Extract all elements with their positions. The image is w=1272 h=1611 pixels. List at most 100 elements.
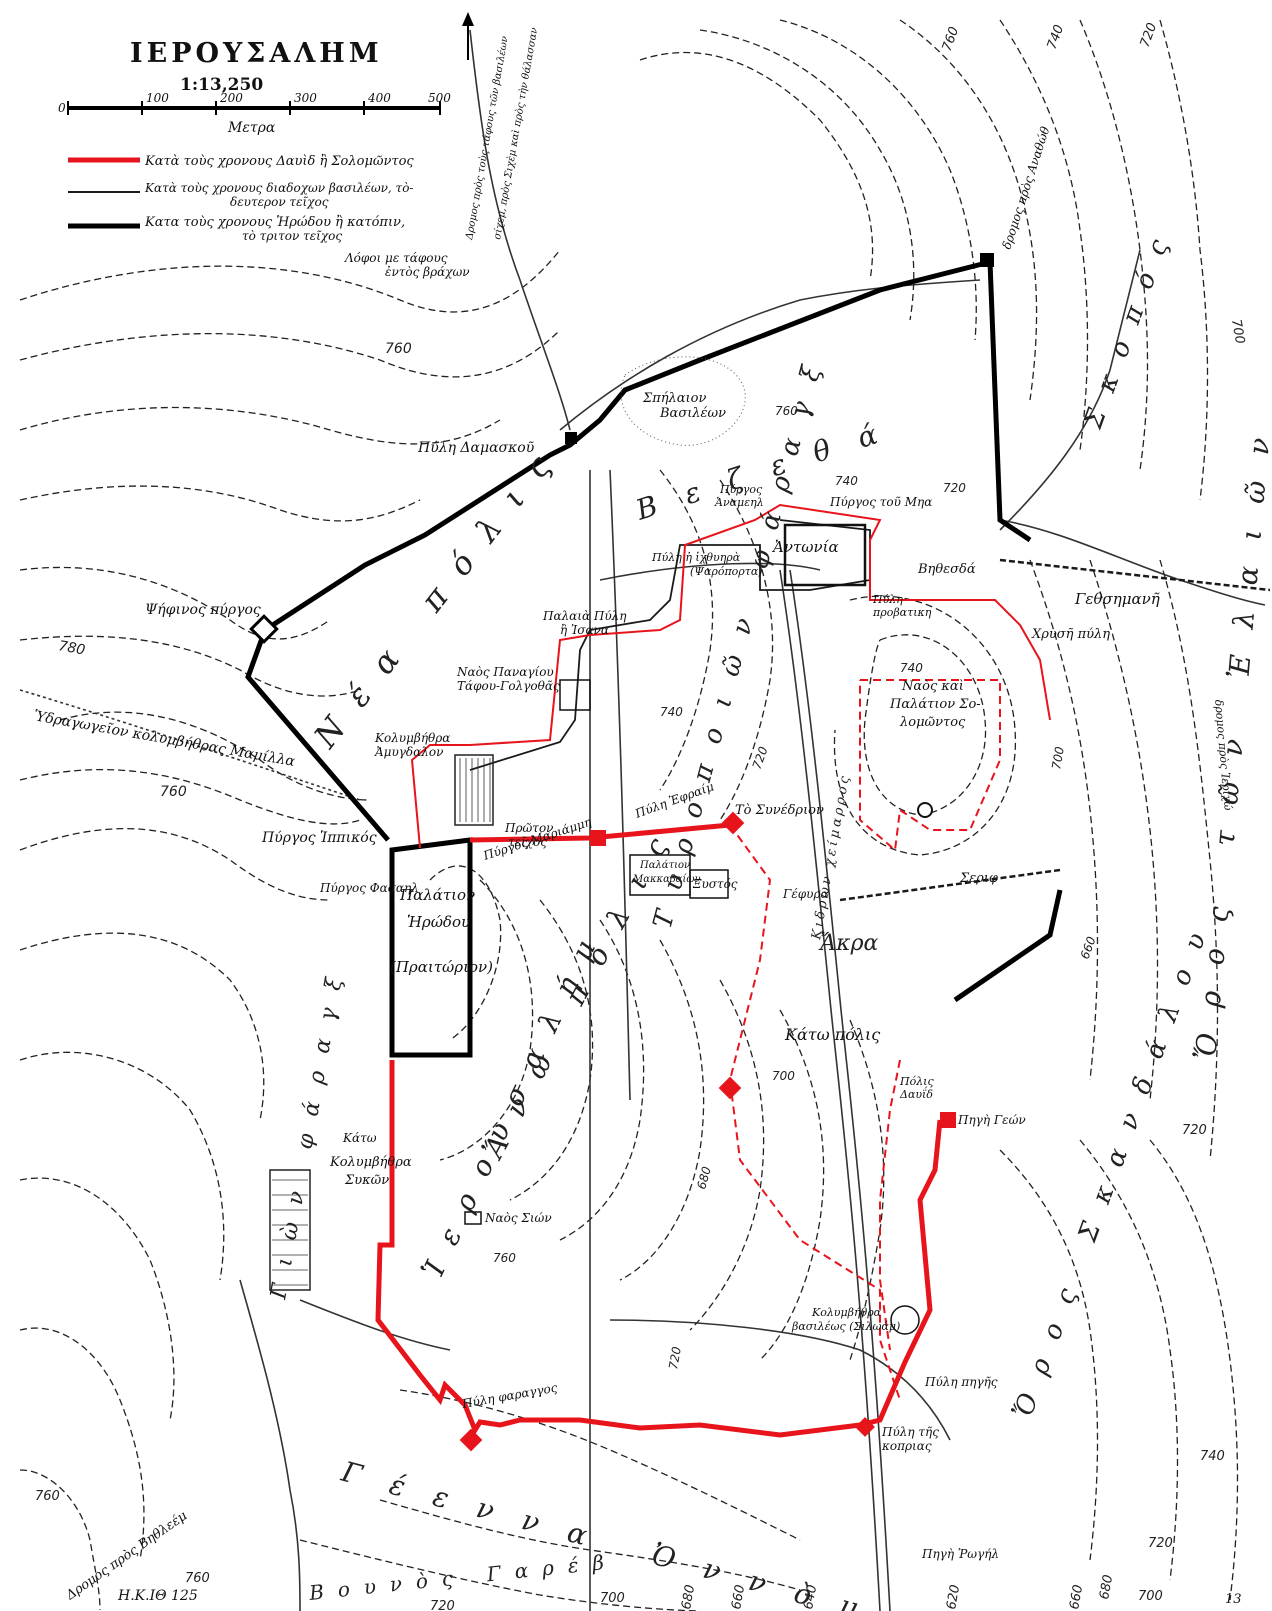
label-cave-kings: Σπήλαιον xyxy=(642,391,706,406)
contour-line xyxy=(19,566,331,640)
contour-line xyxy=(899,19,1038,401)
contour-number: 740 xyxy=(1200,1449,1225,1464)
contour-number: 760 xyxy=(940,25,963,53)
scale-tick-label: 0 xyxy=(58,101,66,115)
xystus-block xyxy=(689,869,729,899)
label-first-wall: Πρῶτον xyxy=(504,821,553,835)
label-cave-kings: Βασιλέων xyxy=(659,406,726,421)
contour-line xyxy=(19,406,501,445)
second-wall xyxy=(469,519,1271,902)
label-valley-gate: Πύλη φαραγγος xyxy=(460,1380,559,1411)
tower-marker xyxy=(855,1417,875,1437)
contour-number: 740 xyxy=(835,474,858,488)
contour-number: 700 xyxy=(1228,318,1247,345)
first-wall-line xyxy=(375,1060,943,1438)
road xyxy=(609,1319,951,1441)
contour-line xyxy=(659,469,714,791)
legend-text: τὸ τριτον τεῖχος xyxy=(242,229,342,243)
scale-bar: 0 100 200 300 400 500 Μετρα xyxy=(58,91,451,136)
legend: Κατὰ τοὺς χρονους Δαυὶδ ἢ Σολομῶντος Κατ… xyxy=(68,154,414,243)
contour-number: 760 xyxy=(493,1251,516,1265)
label-zion-church: Ναὸς Σιών xyxy=(484,1211,552,1225)
contour-line xyxy=(863,634,987,816)
scale-unit: Μετρα xyxy=(227,120,276,136)
first-wall-dashed xyxy=(879,1059,901,1351)
contour-line xyxy=(1149,1139,1239,1601)
contour-line xyxy=(999,19,1089,451)
legend-text: Κατὰ τοὺς χρονους Δαυὶδ ἢ Σολομῶντος xyxy=(144,154,414,169)
features xyxy=(269,356,920,1335)
contour-line xyxy=(19,1469,101,1611)
scale-tick-label: 300 xyxy=(294,91,317,105)
roads xyxy=(19,29,1266,1611)
contour-line xyxy=(19,1327,145,1561)
contour-number: 700 xyxy=(1049,745,1067,770)
contour-number: 620 xyxy=(944,1584,963,1611)
contour-line xyxy=(639,51,874,281)
label-bethesda: Βηθεσδά xyxy=(917,562,976,577)
label-hippicus: Πύργος Ἱππικός xyxy=(261,829,377,846)
zion-church-block xyxy=(464,1211,482,1225)
second-wall-line xyxy=(839,868,1061,902)
contour-number: 780 xyxy=(57,638,86,658)
contour-line xyxy=(779,19,977,341)
label-herod-palace: Παλάτιον xyxy=(399,886,475,904)
label-first-wall: τεῖχος xyxy=(508,835,547,849)
scale-tick-label: 400 xyxy=(367,91,391,105)
first-wall-dashed xyxy=(859,679,1001,852)
contour-line xyxy=(439,879,534,1161)
legend-text: δευτερον τεῖχος xyxy=(230,195,329,209)
label-gihon: Πηγὴ Γεών xyxy=(957,1113,1026,1127)
label-sheep-gate: προβατικη xyxy=(872,606,932,619)
label-sheep-gate: Πύλη xyxy=(872,593,903,606)
label-xystus: Ξυστός xyxy=(692,877,738,891)
label-temple-palace: λομῶντος xyxy=(899,715,966,730)
label-scopus: Σκοπός xyxy=(1078,217,1181,433)
label-tower-ananel: Πύργος xyxy=(719,483,763,496)
label-offense: Ὄρος Σκανδάλου xyxy=(1008,908,1220,1422)
king-pool-circle xyxy=(890,1305,920,1335)
label-akra: Ἄκρα xyxy=(818,931,879,956)
contour-number: 700 xyxy=(772,1069,795,1083)
contour-line xyxy=(379,1499,801,1591)
tower-marker xyxy=(980,253,994,267)
label-amygdalon-pool: Ἀμυγδαλον xyxy=(374,745,443,759)
legend-text: Κατα τοὺς χρονους Ἡρώδου ἢ κατόπιν, xyxy=(144,215,405,230)
contour-number: 680 xyxy=(694,1165,714,1191)
map-scale-text: 1:13,250 xyxy=(180,75,263,95)
legend-text: Κατὰ τοὺς χρονους διαδοχων βασιλέων, τὸ- xyxy=(144,181,413,195)
first-wall-dashed xyxy=(728,824,901,1401)
road xyxy=(299,1299,451,1351)
contour-line xyxy=(999,1149,1099,1561)
contour-number: 660 xyxy=(1067,1584,1086,1611)
contour-line xyxy=(299,1539,701,1611)
place-labels: Λόφοι με τάφους ἐντὸς βράχων Σπήλαιον Βα… xyxy=(32,27,1241,1607)
contour-line xyxy=(619,939,705,1281)
label-tombs-hill: Λόφοι με τάφους xyxy=(344,251,448,265)
contour-line xyxy=(1079,19,1149,471)
lower-pool-lines xyxy=(272,1179,308,1286)
map-title: ΙΕΡΟΥΣΑΛΗΜ xyxy=(130,38,383,69)
contour-number: 740 xyxy=(660,705,683,719)
tower-marker xyxy=(917,802,933,818)
road xyxy=(779,569,881,1611)
contour-lines xyxy=(19,19,1239,1611)
contour-line xyxy=(699,29,915,321)
contour-number: 740 xyxy=(900,661,923,675)
contour-line xyxy=(19,1051,225,1281)
lower-pool-hatch xyxy=(269,1169,311,1291)
label-lower-city: Κάτω πόλις xyxy=(784,1025,880,1044)
contour-number: 660 xyxy=(1078,934,1099,961)
label-damascus-gate: Πύλη Δαμασκοῦ xyxy=(417,440,535,456)
third-wall-east xyxy=(953,889,1063,1003)
contour-line xyxy=(719,479,774,821)
label-dung-gate: κοπριας xyxy=(881,1439,932,1453)
road xyxy=(239,1279,301,1611)
tower-marker xyxy=(718,1076,742,1100)
label-old-gate: ἢ Ἰσανα xyxy=(560,623,609,637)
label-amygdalon-pool: Κολυμβήθρα xyxy=(374,731,450,745)
contour-line xyxy=(19,1177,175,1421)
label-herod-palace: (Πραιτώριον) xyxy=(390,958,493,976)
scale-tick-label: 100 xyxy=(146,91,169,105)
